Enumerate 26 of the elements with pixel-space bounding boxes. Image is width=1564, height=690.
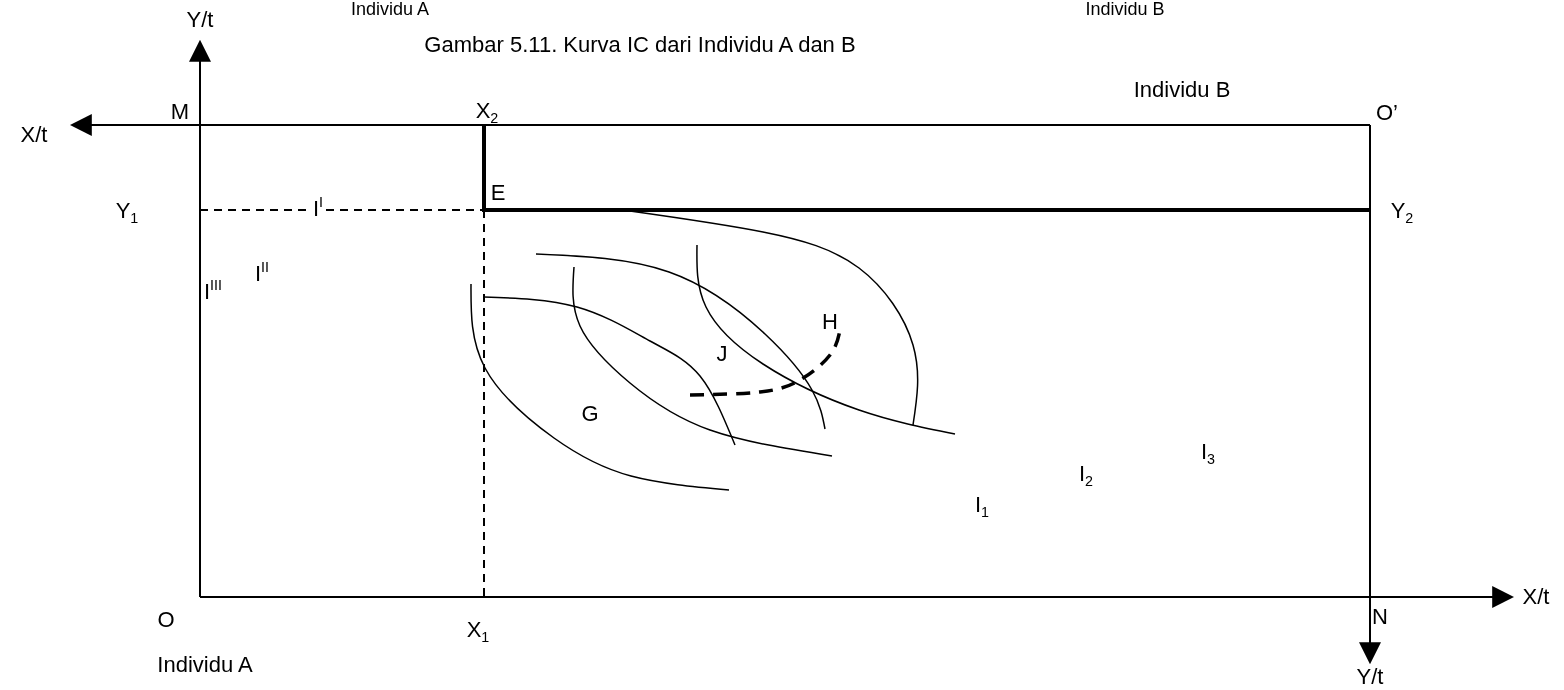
axis-label: H	[822, 309, 838, 335]
axis-label: E	[490, 180, 506, 206]
axis-label: I$_{2}$	[1078, 461, 1094, 491]
axis-label: N	[1372, 604, 1388, 630]
axis-label: Y/t	[1356, 664, 1384, 690]
axis-label: O	[157, 607, 175, 633]
axis-label: M	[170, 99, 190, 125]
axis-label: Individu B	[1133, 77, 1231, 103]
axis-label: Individu A	[350, 0, 430, 20]
axis-label: Individu B	[1085, 0, 1165, 20]
axis-label: I$_{3}$	[1200, 439, 1216, 469]
axis-label: X/t	[1522, 584, 1550, 610]
axis-label: Y/t	[186, 7, 214, 33]
axis-label: O’	[1376, 100, 1398, 126]
axis-label: X$_{1}$	[466, 617, 490, 647]
axis-label: Y$_{2}$	[1390, 198, 1414, 228]
axis-label: Y$_{1}$	[115, 198, 139, 228]
axis-label: I$_{1}$	[974, 492, 990, 522]
axis-label: I$^{II}$	[254, 260, 270, 286]
axis-label: X/t	[20, 122, 48, 148]
axis-label: G	[581, 401, 599, 427]
title: Gambar 5.11. Kurva IC dari Individu A dan B	[424, 32, 856, 58]
axis-label: X$_{2}$	[475, 98, 499, 128]
axis-label: I$^{III}$	[204, 278, 222, 304]
axis-label: J	[716, 341, 728, 367]
axis-label: Individu A	[157, 652, 253, 678]
